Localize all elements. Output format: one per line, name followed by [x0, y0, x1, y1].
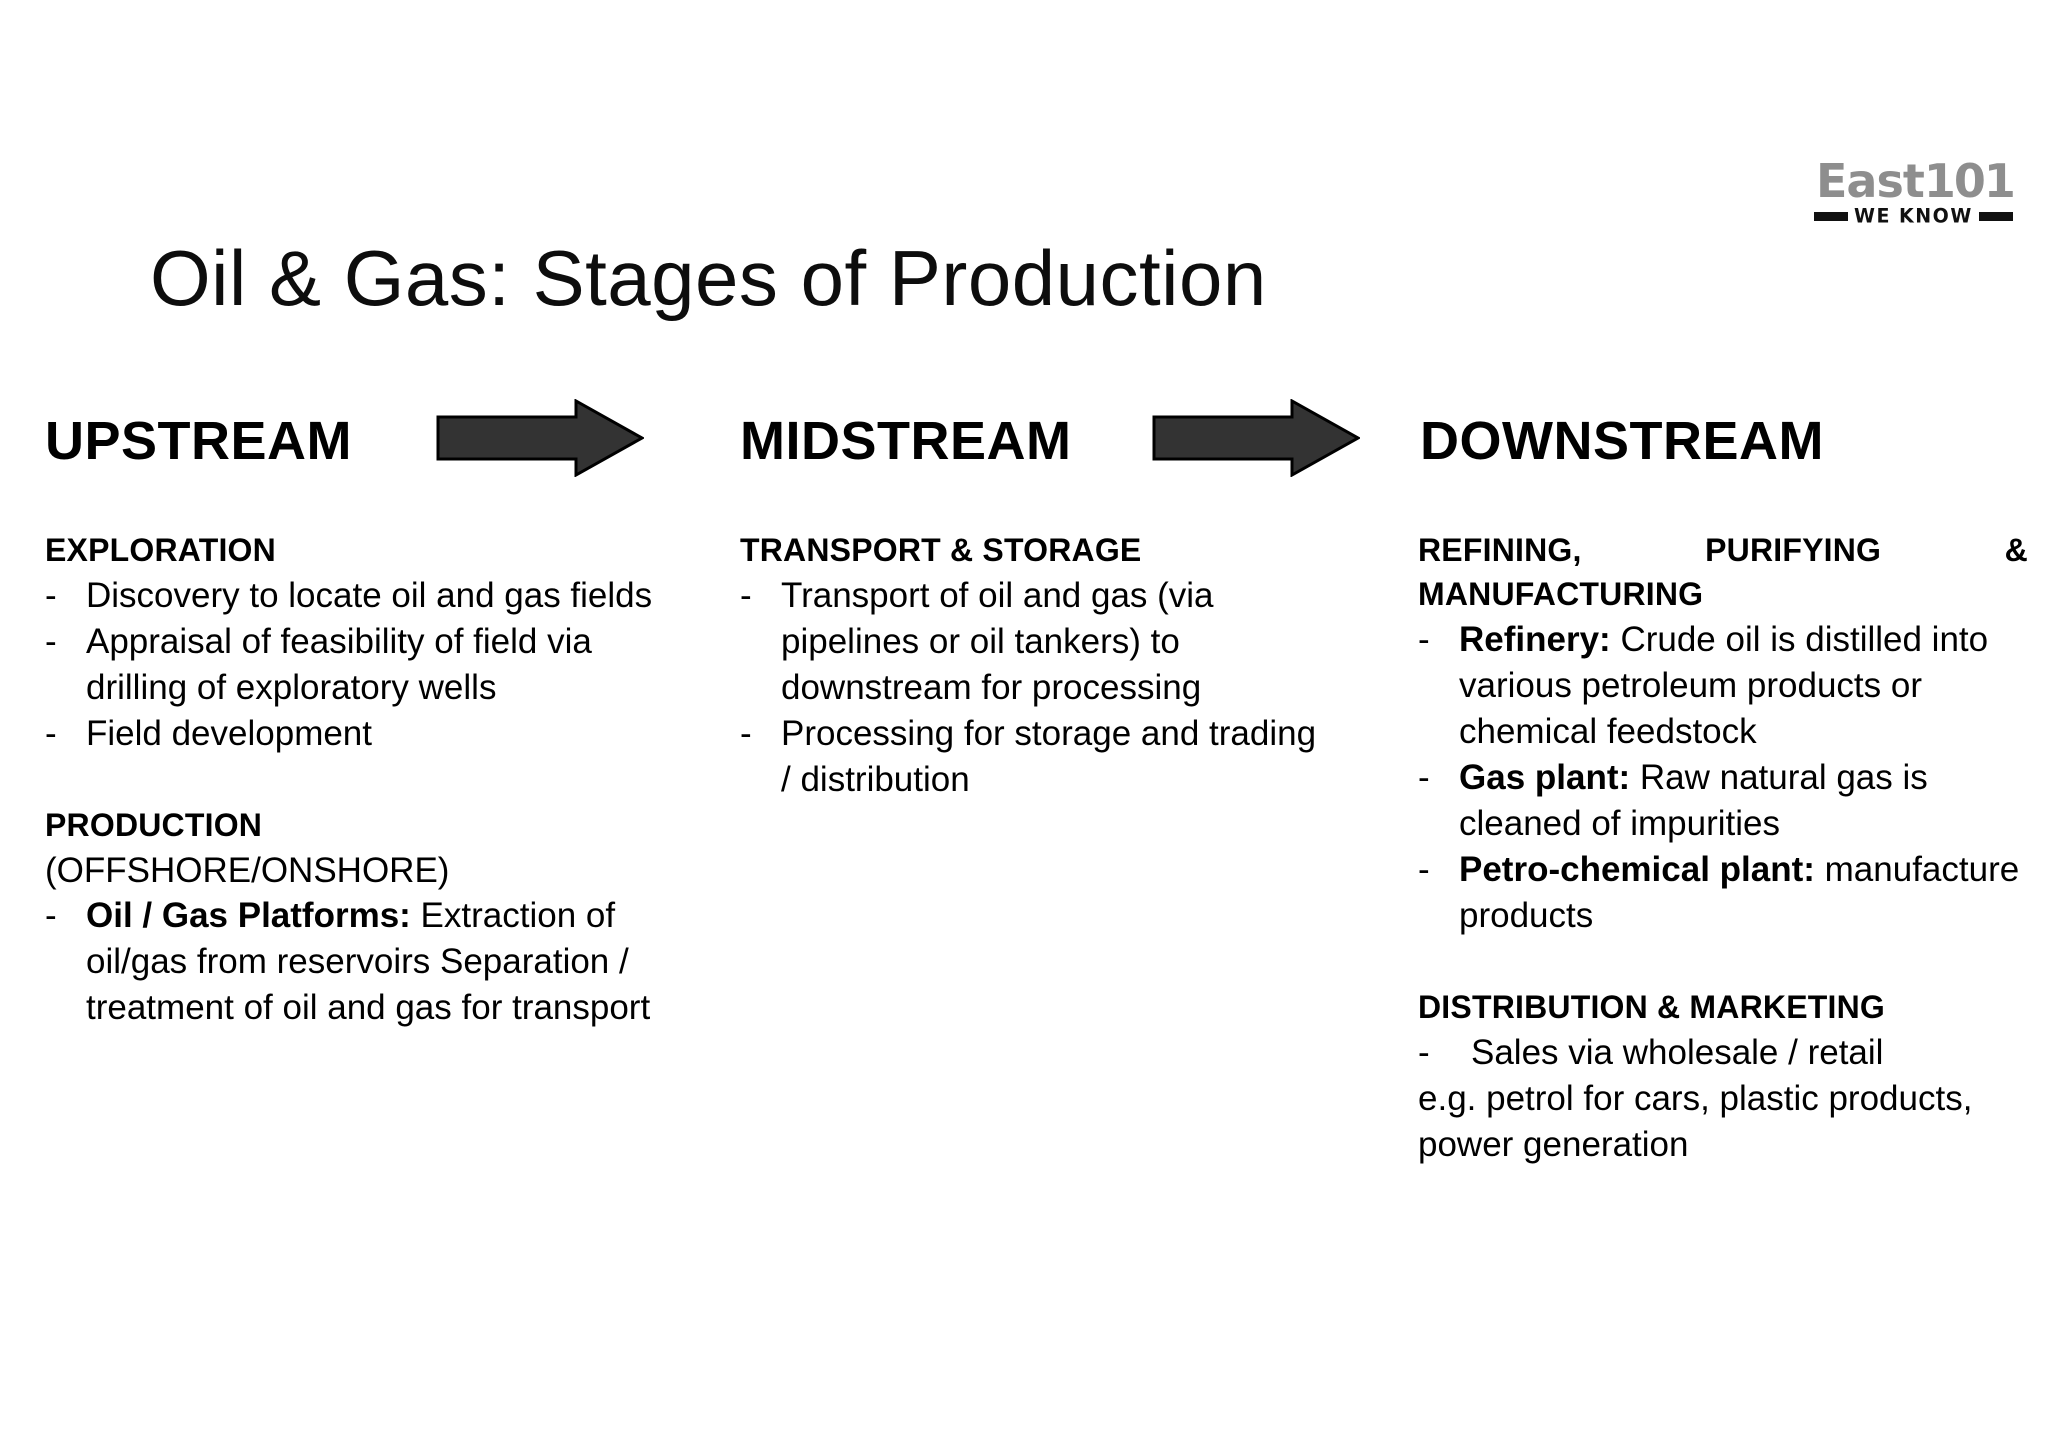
bullet-dash-icon: -: [45, 714, 57, 753]
list-item-label: Oil / Gas Platforms:: [86, 896, 411, 935]
list-item: -Petro-chemical plant: manufacture produ…: [1418, 847, 2028, 939]
list-item: -Appraisal of feasibility of field via d…: [45, 619, 685, 711]
bullet-list-exploration: -Discovery to locate oil and gas fields …: [45, 573, 685, 757]
list-item: -Discovery to locate oil and gas fields: [45, 573, 685, 619]
list-item-text: Processing for storage and trading / dis…: [781, 714, 1317, 799]
list-item-text: Transport of oil and gas (via pipelines …: [781, 576, 1214, 707]
stage-header-upstream: UPSTREAM: [45, 411, 353, 471]
bullet-dash-icon: -: [1418, 850, 1430, 889]
logo-tagline-row: WE KNOW: [1812, 204, 2022, 228]
bullet-list-distribution: - Sales via wholesale / retail: [1418, 1030, 2028, 1076]
bullet-dash-icon: -: [1418, 1033, 1430, 1072]
slide-title: Oil & Gas: Stages of Production: [150, 234, 1267, 322]
list-item: -Processing for storage and trading / di…: [740, 711, 1320, 803]
logo-number-text: 101: [1923, 154, 2016, 208]
section-heading-transport-storage: TRANSPORT & STORAGE: [740, 532, 1142, 568]
stage-header-midstream: MIDSTREAM: [740, 411, 1072, 471]
list-item-label: Petro-chemical plant:: [1459, 850, 1815, 889]
bullet-dash-icon: -: [1418, 620, 1430, 659]
arrow-right-icon-midstream-to-downstream: [1152, 399, 1360, 477]
bullet-list-transport-storage: -Transport of oil and gas (via pipelines…: [740, 573, 1320, 803]
bullet-dash-icon: -: [45, 622, 57, 661]
list-item: -Field development: [45, 711, 685, 757]
list-item: -Transport of oil and gas (via pipelines…: [740, 573, 1320, 711]
section-heading-exploration: EXPLORATION: [45, 532, 276, 568]
distribution-example-text: e.g. petrol for cars, plastic products, …: [1418, 1079, 1973, 1164]
bullet-dash-icon: -: [45, 896, 57, 935]
section-spacer: [1418, 939, 2028, 985]
list-item: -Oil / Gas Platforms: Extraction of oil/…: [45, 893, 685, 1031]
logo-bar-right-icon: [1978, 212, 2013, 221]
list-item-text: Field development: [86, 714, 372, 753]
list-item-text: Sales via wholesale / retail: [1471, 1033, 1884, 1072]
column-midstream: TRANSPORT & STORAGE -Transport of oil an…: [740, 528, 1320, 803]
section-heading-distribution-marketing: DISTRIBUTION & MARKETING: [1418, 989, 1886, 1025]
list-item-label: Refinery:: [1459, 620, 1611, 659]
list-item-text: Discovery to locate oil and gas fields: [86, 576, 653, 615]
bullet-dash-icon: -: [45, 576, 57, 615]
logo-brand-text: East: [1816, 154, 1925, 208]
arrow-right-icon-upstream-to-midstream: [436, 399, 644, 477]
east101-logo: East101 WE KNOW: [1812, 158, 2022, 230]
logo-bar-left-icon: [1814, 212, 1848, 221]
list-item-text: Appraisal of feasibility of field via dr…: [86, 622, 592, 707]
logo-tagline-text: WE KNOW: [1854, 204, 1973, 228]
list-item: - Sales via wholesale / retail: [1418, 1030, 2028, 1076]
bullet-list-refining: -Refinery: Crude oil is distilled into v…: [1418, 617, 2028, 939]
bullet-dash-icon: -: [740, 714, 752, 753]
bullet-dash-icon: -: [740, 576, 752, 615]
list-item-text: manufacture products: [1459, 850, 2020, 935]
list-item: -Gas plant: Raw natural gas is cleaned o…: [1418, 755, 2028, 847]
list-item-label: Gas plant:: [1459, 758, 1631, 797]
list-item-text: Crude oil is distilled into various petr…: [1459, 620, 1989, 751]
logo-wordmark: East101: [1812, 158, 2022, 204]
column-downstream: REFINING, PURIFYING & MANUFACTURING -Ref…: [1418, 528, 2028, 1168]
section-heading-production: PRODUCTION: [45, 807, 263, 843]
section-subheading-production: (OFFSHORE/ONSHORE): [45, 851, 450, 890]
bullet-list-production: -Oil / Gas Platforms: Extraction of oil/…: [45, 893, 685, 1031]
section-heading-refining-purifying-manufacturing: REFINING, PURIFYING & MANUFACTURING: [1418, 532, 2028, 612]
section-spacer: [45, 757, 685, 803]
list-item: -Refinery: Crude oil is distilled into v…: [1418, 617, 2028, 755]
bullet-dash-icon: -: [1418, 758, 1430, 797]
column-upstream: EXPLORATION -Discovery to locate oil and…: [45, 528, 685, 1031]
stage-header-downstream: DOWNSTREAM: [1420, 411, 1824, 471]
list-item-text: Extraction of oil/gas from reservoirs Se…: [86, 896, 651, 1027]
list-item-text: Raw natural gas is cleaned of impurities: [1459, 758, 1928, 843]
